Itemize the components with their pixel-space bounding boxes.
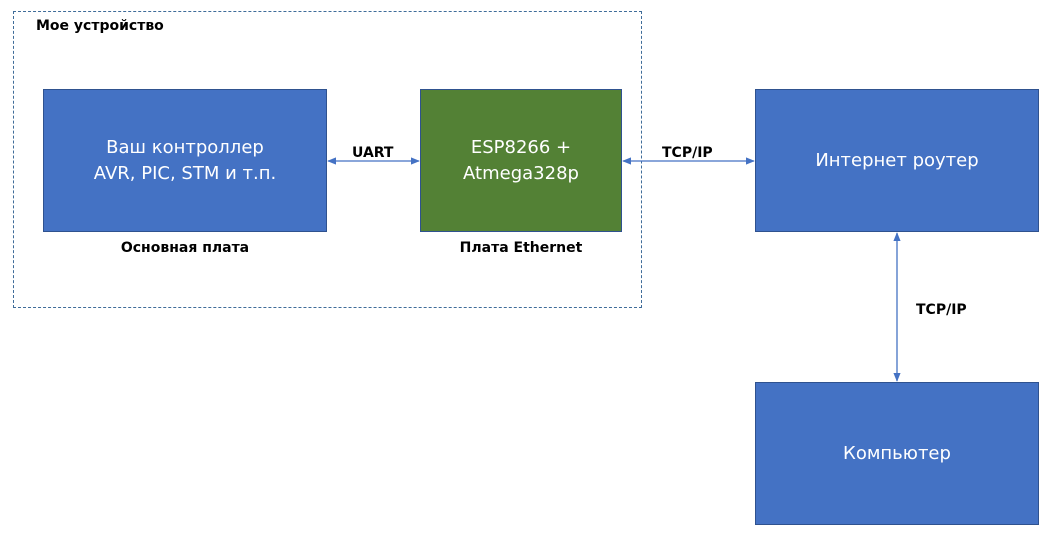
esp-caption: Плата Ethernet	[459, 240, 583, 256]
esp-node: ESP8266 + Atmega328p	[420, 89, 622, 232]
controller-node: Ваш контроллер AVR, PIC, STM и т.п.	[43, 89, 327, 232]
controller-caption: Основная плата	[120, 240, 250, 256]
device-group-title: Мое устройство	[36, 18, 164, 34]
router-node: Интернет роутер	[755, 89, 1039, 232]
link-label-tcpip-2: TCP/IP	[916, 302, 967, 318]
link-label-tcpip-1: TCP/IP	[662, 145, 713, 161]
link-label-uart: UART	[352, 145, 394, 161]
computer-node: Компьютер	[755, 382, 1039, 525]
